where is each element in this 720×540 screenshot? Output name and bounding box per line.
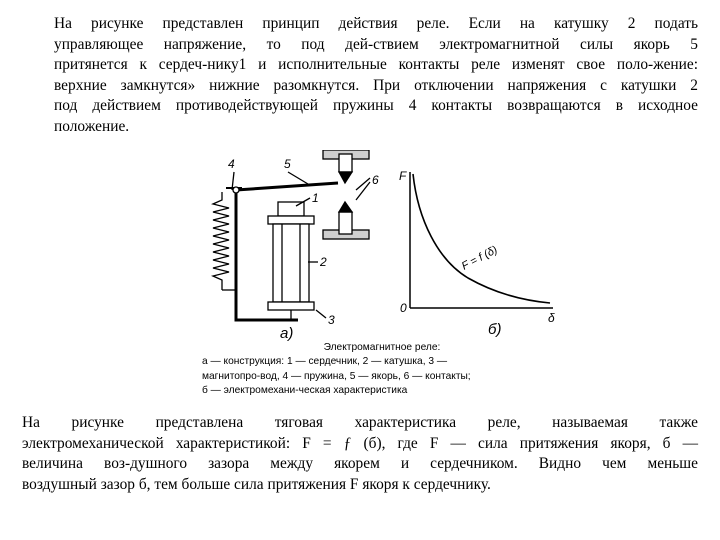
paragraph-line: верхние замкнутся» нижние разомкнутся. П…: [54, 76, 698, 94]
label-5: 5: [284, 157, 291, 171]
label-3: 3: [328, 313, 335, 327]
coil-flange-top: [267, 215, 315, 225]
paragraph-line: управляющее напряжение, то под дей-ствие…: [54, 35, 698, 53]
caption-title: Электромагнитное реле:: [323, 342, 441, 353]
caption-line: б — электромехани-ческая характеристика: [202, 384, 408, 396]
intro-paragraph: На рисунке представлен принцип действия …: [22, 14, 698, 138]
armature: [235, 181, 339, 192]
paragraph-line: величина воз-душного зазора между якорем…: [22, 455, 698, 473]
caption-line: магнитопро-вод, 4 — пружина, 5 — якорь, …: [202, 370, 471, 382]
spring: [211, 192, 230, 290]
paragraph-line: На рисунке представлена тяговая характер…: [22, 414, 698, 431]
paragraph-line: На рисунке представлен принцип действия …: [54, 15, 698, 32]
relay-figure: 4 5 1 6 2 3 а) б) F 0 δ F = f (δ): [198, 150, 568, 348]
label-2: 2: [319, 255, 327, 269]
label-part-b: б): [488, 321, 501, 338]
label-6: 6: [372, 173, 379, 187]
label-1: 1: [312, 191, 319, 205]
coil: [272, 223, 310, 303]
label-4: 4: [228, 157, 235, 171]
figure-caption: Электромагнитное реле: а — конструкция: …: [202, 341, 562, 398]
axis-origin-label: 0: [400, 301, 407, 315]
axis-delta-label: δ: [548, 311, 555, 325]
paragraph-line: притянется к сердеч-нику1 и исполнительн…: [54, 56, 698, 74]
label-part-a: а): [280, 325, 293, 342]
curve-label: F = f (δ): [460, 244, 500, 273]
characteristic-paragraph: На рисунке представлена тяговая характер…: [22, 413, 698, 495]
relay-diagram: 4 5 1 6 2 3 а) б) F 0 δ F = f (δ): [211, 150, 555, 342]
paragraph-line: под действием противодействующей пружины…: [54, 97, 698, 115]
magnetic-circuit: [234, 188, 298, 322]
axis-f-label: F: [399, 169, 407, 183]
pivot: [232, 186, 240, 194]
coil-flange-bottom: [267, 301, 315, 311]
caption-line: а — конструкция: 1 — сердечник, 2 — кату…: [202, 356, 448, 368]
paragraph-line: воздушный зазор б, тем больше сила притя…: [22, 475, 491, 493]
paragraph-line: положение.: [54, 117, 130, 135]
characteristic-curve: [412, 173, 551, 304]
paragraph-line: электромеханической характеристикой: F =…: [22, 434, 698, 452]
